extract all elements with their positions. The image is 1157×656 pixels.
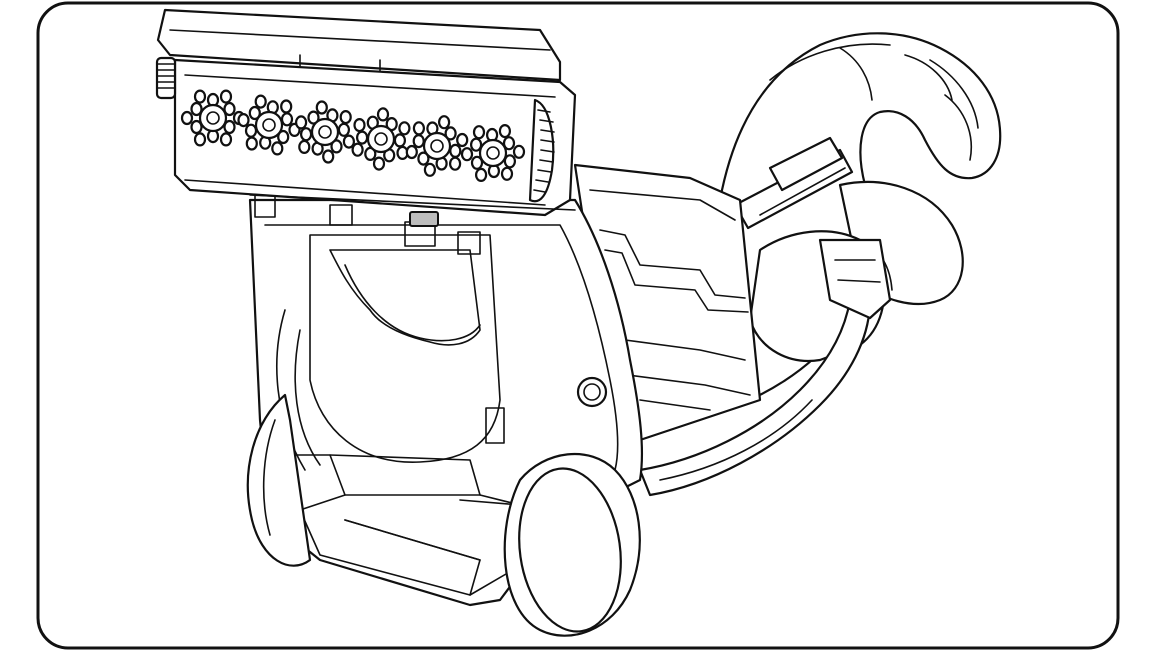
right-wheel	[503, 452, 641, 637]
bristle-tuft	[438, 115, 451, 130]
bristle-tuft	[393, 133, 406, 148]
roll-hub	[198, 103, 228, 133]
right-drive-gear	[528, 98, 555, 203]
bristle-tuft	[412, 121, 425, 136]
left-wheel	[246, 393, 312, 567]
brush-roll-5	[405, 115, 469, 177]
bristle-tuft	[254, 94, 267, 109]
bristle-tuft	[423, 162, 436, 177]
bristle-tuft	[193, 132, 207, 147]
tab-4	[457, 231, 481, 255]
bristle-tuft	[512, 144, 526, 159]
bristle-tuft	[498, 124, 511, 139]
bristle-tuft	[190, 101, 203, 117]
bristle-tuft	[280, 112, 294, 127]
brush-roll-2	[237, 94, 301, 156]
bristle-tuft	[449, 156, 462, 171]
bristle-tuft	[376, 107, 390, 122]
roll-core	[262, 118, 276, 132]
brush-bar-lower-edge	[249, 194, 576, 211]
bristle-tuft	[280, 99, 293, 114]
bristle-tuft	[190, 119, 203, 135]
bristle-tuft	[180, 110, 194, 126]
brush-rolls	[180, 89, 526, 182]
brush-bar-housing	[155, 8, 577, 217]
bristle-tuft	[342, 134, 355, 149]
bristle-tuft	[398, 121, 411, 136]
brush-roll-6	[460, 124, 526, 182]
bristle-tuft	[271, 141, 284, 156]
bristle-tuft	[353, 117, 366, 133]
side-plug	[576, 376, 608, 408]
bristle-tuft	[475, 167, 488, 182]
rear-curved-struts	[638, 238, 892, 497]
bristle-tuft	[237, 112, 250, 128]
bristle-tuft	[300, 127, 313, 142]
bristle-tuft	[502, 136, 516, 151]
roll-core	[374, 132, 388, 146]
bristle-tuft	[339, 109, 352, 125]
roll-hub	[254, 110, 284, 140]
bristle-tuft	[223, 119, 236, 135]
brush-roll-3	[295, 100, 355, 164]
roll-core	[486, 146, 500, 160]
bristle-tuft	[245, 136, 258, 151]
bristle-tuft	[315, 100, 328, 115]
bristle-tuft	[470, 155, 484, 170]
bristle-tuft	[356, 130, 369, 145]
bristle-tuft	[351, 142, 364, 157]
roll-hub	[366, 124, 396, 154]
bristle-tuft	[503, 154, 516, 169]
bristle-tuft	[298, 139, 311, 154]
bristle-tuft	[307, 110, 320, 125]
brush-roll-1	[180, 89, 246, 147]
roll-core	[430, 139, 444, 153]
bristle-tuft	[412, 134, 425, 149]
bristle-tuft	[295, 115, 308, 130]
roll-hub	[478, 138, 508, 168]
bristle-tuft	[223, 101, 236, 117]
bristle-tuft	[372, 156, 386, 171]
rear-slot	[485, 407, 505, 444]
roll-core	[318, 125, 332, 139]
bristle-tuft	[244, 123, 258, 138]
bristle-tuft	[330, 139, 343, 154]
bristle-tuft	[449, 143, 462, 158]
bristle-tuft	[500, 166, 514, 181]
bristle-tuft	[460, 147, 474, 162]
release-latch	[409, 211, 439, 227]
bristle-tuft	[337, 122, 350, 137]
bristle-tuft	[470, 137, 483, 152]
roll-hub	[310, 117, 340, 147]
bristle-tuft	[193, 89, 207, 104]
roll-core	[206, 111, 220, 125]
brush-roll-4	[351, 107, 411, 171]
bristle-tuft	[417, 151, 430, 166]
bristle-tuft	[444, 126, 457, 141]
bristle-tuft	[277, 129, 290, 145]
roll-hub	[422, 131, 452, 161]
left-drive-knob	[155, 56, 177, 100]
bristle-tuft	[405, 144, 418, 160]
bristle-tuft	[322, 149, 335, 164]
bristle-tuft	[472, 125, 486, 140]
bristle-tuft	[456, 132, 469, 148]
bristle-tuft	[219, 132, 233, 147]
hose-rod	[733, 136, 854, 230]
bristle-tuft	[219, 89, 233, 104]
bristle-tuft	[248, 105, 261, 121]
tab-2	[329, 204, 353, 226]
